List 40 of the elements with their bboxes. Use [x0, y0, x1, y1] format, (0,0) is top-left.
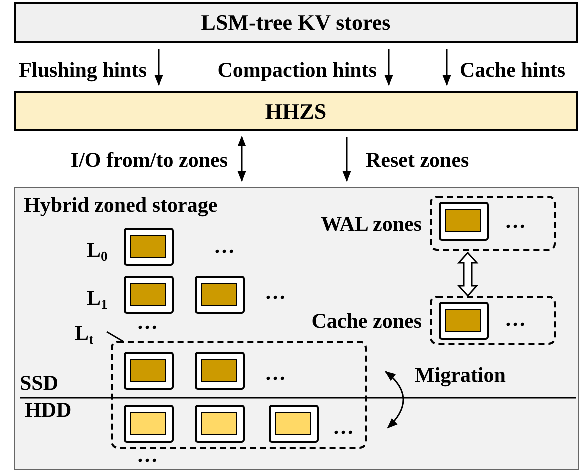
leader-line	[106, 331, 124, 343]
level-label: L$_{0}$	[87, 238, 108, 262]
zone-box	[195, 276, 245, 314]
arrow	[442, 49, 452, 86]
panel-heading: Hybrid zoned storage	[24, 193, 218, 217]
annotation: Migration	[415, 363, 506, 387]
ellipsis: …	[333, 415, 354, 439]
zone-box	[439, 202, 489, 241]
zone-box	[439, 302, 489, 340]
double-arrow	[457, 252, 479, 298]
storage-label: HDD	[25, 398, 72, 422]
layer-box	[14, 91, 578, 131]
ellipsis: …	[137, 443, 158, 467]
layer-box	[14, 2, 578, 43]
arrow	[384, 49, 394, 86]
storage-panel	[14, 187, 579, 470]
zone-box	[269, 405, 319, 443]
zone-group	[111, 341, 367, 449]
storage-label: SSD	[20, 371, 59, 395]
arrow	[342, 137, 352, 182]
group-label: WAL zones	[321, 212, 422, 236]
level-label: L$_{1}$	[87, 286, 108, 310]
zone-box	[195, 405, 245, 443]
group-label: Cache zones	[312, 308, 422, 332]
zone-box	[195, 352, 245, 390]
ellipsis: …	[137, 310, 158, 334]
arrow	[154, 49, 164, 86]
box-title: LSM-tree KV stores	[200, 11, 392, 35]
ellipsis: …	[505, 209, 526, 233]
arrow	[238, 136, 246, 182]
ellipsis: …	[214, 234, 235, 258]
level-label: L$_{t}$	[75, 321, 94, 345]
zone-box	[124, 276, 174, 314]
box-title: HHZS	[264, 100, 328, 124]
ellipsis: …	[265, 280, 286, 304]
zone-box	[124, 405, 174, 443]
zone-box	[124, 228, 174, 266]
ellipsis: …	[505, 307, 526, 331]
ellipsis: …	[265, 361, 286, 385]
zone-box	[124, 352, 174, 390]
